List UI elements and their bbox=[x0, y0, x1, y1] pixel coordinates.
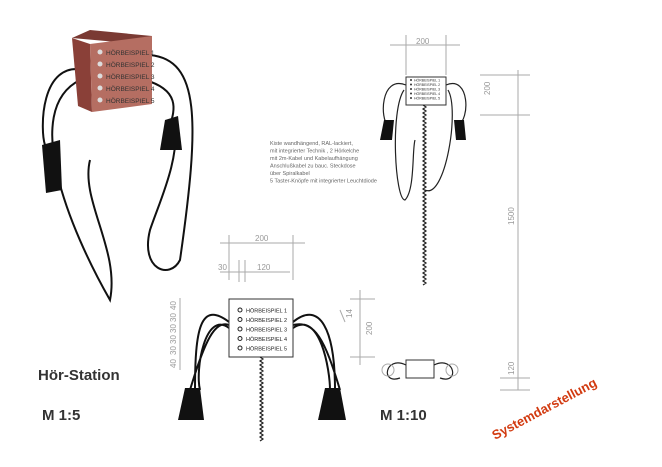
button-label: HÖRBEISPIEL 4 bbox=[414, 92, 440, 96]
dim-side-mid: 30 bbox=[169, 313, 178, 322]
button-label: HÖRBEISPIEL 1 bbox=[106, 49, 155, 57]
note-line: 5 Taster-Knöpfe mit integrierter Leuchtd… bbox=[270, 179, 377, 185]
button-label: HÖRBEISPIEL 4 bbox=[106, 85, 155, 93]
spiral-cable bbox=[258, 356, 265, 442]
button-label: HÖRBEISPIEL 5 bbox=[246, 346, 287, 353]
dim-side-mid: 30 bbox=[169, 335, 178, 344]
dim-total-height: 1500 bbox=[507, 207, 516, 225]
box-front bbox=[90, 36, 152, 112]
dim-front-spacing: 120 bbox=[257, 263, 271, 272]
button-label: HÖRBEISPIEL 4 bbox=[246, 336, 287, 343]
dim-side-mid: 30 bbox=[169, 346, 178, 355]
button-led-icon bbox=[237, 345, 243, 351]
button-led-icon bbox=[237, 317, 243, 322]
button-label: HÖRBEISPIEL 2 bbox=[246, 317, 287, 324]
dim-button-gap: 14 bbox=[345, 309, 354, 318]
dim-front-offset: 30 bbox=[218, 263, 227, 272]
box-m10 bbox=[405, 76, 447, 106]
button-led-icon bbox=[410, 97, 412, 99]
button-label: HÖRBEISPIEL 1 bbox=[246, 308, 287, 315]
button-label: HÖRBEISPIEL 5 bbox=[414, 96, 440, 100]
dim-top-width: 200 bbox=[416, 37, 430, 46]
button-label: HÖRBEISPIEL 5 bbox=[106, 97, 155, 105]
button-label: HÖRBEISPIEL 1 bbox=[414, 78, 440, 82]
dim-bottom-height: 120 bbox=[507, 361, 516, 375]
button-led-icon bbox=[237, 307, 243, 313]
box-side bbox=[72, 38, 92, 112]
button-led-icon bbox=[410, 92, 412, 95]
view-m5-front: 200 30 120 40 30 30 30 30 40 200 14 bbox=[169, 234, 375, 420]
button-led-icon bbox=[97, 85, 103, 91]
note-line: mit 2m-Kabel und Kabelaufhängung bbox=[270, 156, 358, 162]
button-led-icon bbox=[97, 97, 103, 103]
button-led-icon bbox=[410, 83, 412, 86]
note-line: mit integrierter Technik , 2 Hörkelche bbox=[270, 149, 359, 155]
button-label: HÖRBEISPIEL 3 bbox=[414, 87, 440, 91]
dim-side-mid: 30 bbox=[169, 324, 178, 333]
spiral-cable bbox=[421, 104, 428, 286]
stamp: Systemdarstellung bbox=[489, 375, 599, 443]
button-led-icon bbox=[237, 326, 243, 332]
button-led-icon bbox=[237, 336, 243, 341]
note-line: über Spiralkabel bbox=[270, 171, 310, 177]
spiral-cables bbox=[258, 104, 428, 442]
description-notes: Kiste wandhängend, RAL-lackiert, mit inte… bbox=[270, 141, 377, 185]
button-label: HÖRBEISPIEL 3 bbox=[106, 73, 155, 81]
dim-side-bottom: 40 bbox=[169, 359, 178, 368]
note-line: Anschlußkabel zu bauс. Steckdose bbox=[270, 164, 356, 170]
earpiece-right bbox=[160, 116, 182, 150]
button-led-icon bbox=[97, 49, 103, 55]
perspective-view bbox=[41, 30, 194, 303]
button-label: HÖRBEISPIEL 3 bbox=[246, 327, 287, 334]
button-label: HÖRBEISPIEL 2 bbox=[106, 61, 155, 69]
title: Hör-Station bbox=[38, 367, 120, 384]
button-led-icon bbox=[97, 73, 103, 79]
box-front-panel bbox=[228, 298, 294, 358]
dim-front-height: 200 bbox=[365, 321, 374, 335]
dim-front-width: 200 bbox=[255, 234, 269, 243]
scale-left: M 1:5 bbox=[42, 407, 80, 424]
dim-top-height: 200 bbox=[483, 81, 492, 95]
button-led-icon bbox=[410, 79, 412, 81]
scale-right: M 1:10 bbox=[380, 407, 427, 424]
dim-side-top: 40 bbox=[169, 301, 178, 310]
earpiece-left bbox=[42, 140, 62, 193]
view-m10-front: 200 200 1500 120 bbox=[380, 35, 530, 391]
button-led-icon bbox=[410, 88, 412, 90]
note-line: Kiste wandhängend, RAL-lackiert, bbox=[270, 141, 353, 147]
button-led-icon bbox=[97, 61, 103, 67]
button-label: HÖRBEISPIEL 2 bbox=[414, 83, 440, 87]
